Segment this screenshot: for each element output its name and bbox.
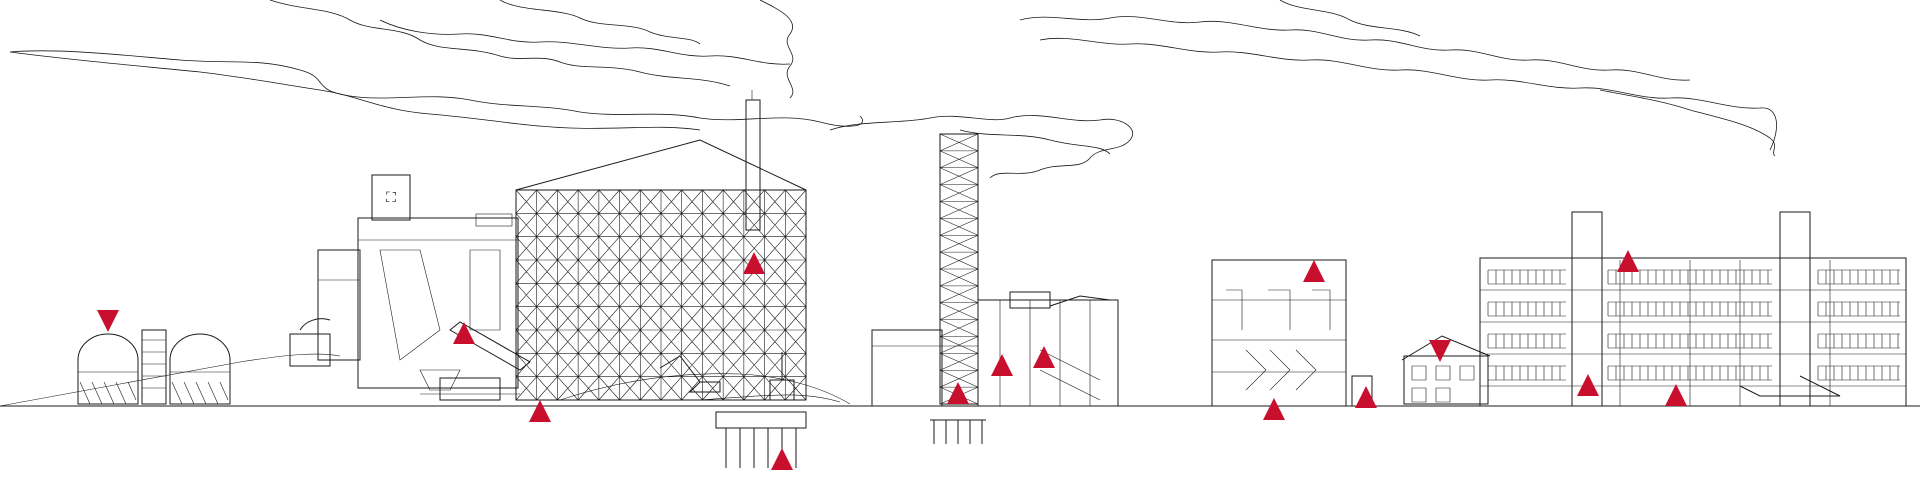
marker-triangle-icon[interactable] — [1665, 384, 1687, 406]
marker-small-house[interactable] — [1429, 340, 1451, 362]
marker-flue-gas-equipment[interactable] — [1033, 346, 1055, 368]
coal-storage-lattice — [515, 189, 807, 401]
chimney-tower — [930, 133, 986, 444]
svg-text:⛶: ⛶ — [386, 189, 396, 205]
office-windows — [1487, 269, 1900, 381]
marker-boiler-building[interactable] — [453, 322, 475, 344]
marker-triangle-icon[interactable] — [991, 354, 1013, 376]
office-building — [1479, 211, 1907, 407]
boiler-building: ⛶ — [317, 174, 531, 401]
coal-yard — [559, 352, 851, 405]
marker-desulfurization-unit[interactable] — [991, 354, 1013, 376]
marker-office-building-top[interactable] — [1617, 250, 1639, 272]
markers — [97, 250, 1687, 470]
gas-holders — [77, 318, 331, 405]
marker-office-building-right[interactable] — [1665, 384, 1687, 406]
treatment-building — [1211, 259, 1373, 407]
marker-triangle-icon[interactable] — [1577, 374, 1599, 396]
marker-triangle-icon[interactable] — [529, 400, 551, 422]
marker-triangle-icon[interactable] — [1033, 346, 1055, 368]
marker-triangle-icon[interactable] — [1355, 386, 1377, 408]
marker-triangle-icon[interactable] — [97, 310, 119, 332]
marker-triangle-icon[interactable] — [1617, 250, 1639, 272]
marker-foundation-pile[interactable] — [771, 448, 793, 470]
marker-coal-storage-frame[interactable] — [743, 252, 765, 274]
marker-triangle-icon[interactable] — [771, 448, 793, 470]
marker-triangle-icon[interactable] — [743, 252, 765, 274]
marker-triangle-icon[interactable] — [1303, 260, 1325, 282]
marker-office-building-left[interactable] — [1577, 374, 1599, 396]
chimney-lattice — [939, 133, 979, 405]
cloud-layer — [9, 0, 1777, 179]
marker-treatment-building-ground[interactable] — [1263, 398, 1285, 420]
marker-triangle-icon[interactable] — [947, 382, 969, 404]
coal-storage-frame — [515, 139, 807, 401]
marker-triangle-icon[interactable] — [1263, 398, 1285, 420]
marker-treatment-building-top[interactable] — [1303, 260, 1325, 282]
marker-coal-yard[interactable] — [529, 400, 551, 422]
foundation-piles — [715, 90, 807, 468]
marker-triangle-icon[interactable] — [1429, 340, 1451, 362]
flue-gas-unit — [871, 291, 1119, 407]
marker-triangle-icon[interactable] — [453, 322, 475, 344]
marker-small-equipment[interactable] — [1355, 386, 1377, 408]
marker-gas-holders[interactable] — [97, 310, 119, 332]
marker-chimney-base[interactable] — [947, 382, 969, 404]
